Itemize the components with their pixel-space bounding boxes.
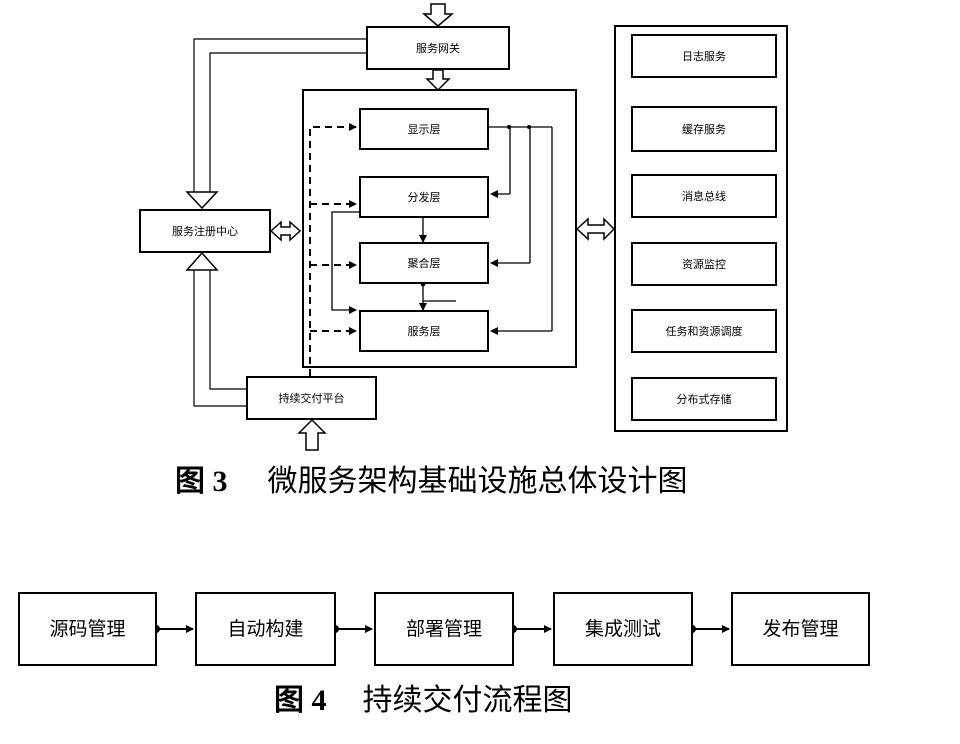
hollow-arrow-into-gateway — [421, 3, 455, 27]
display-layer-box: 显示层 — [359, 108, 489, 150]
dispatch-layer-box: 分发层 — [359, 176, 489, 218]
service-gateway-box: 服务网关 — [366, 26, 510, 70]
double-arrow-registry-frame — [269, 220, 302, 242]
hollow-arrow-cd-to-registry — [185, 251, 219, 271]
infra-cache-service: 缓存服务 — [631, 106, 777, 152]
figure3-caption-text: 微服务架构基础设施总体设计图 — [267, 464, 688, 499]
dashed-deploy-lines — [309, 123, 357, 376]
cd-platform-box: 持续交付平台 — [246, 376, 377, 420]
flow-step-release: 发布管理 — [731, 592, 870, 666]
microservice-frame — [302, 89, 577, 368]
hollow-arrow-gateway-to-frame — [425, 69, 451, 92]
flow-step-integration-test: 集成测试 — [553, 592, 693, 666]
hollow-arrow-into-registry — [185, 191, 219, 210]
double-arrow-frame-infra — [575, 217, 616, 241]
figure4-caption: 图 4 持续交付流程图 — [274, 686, 573, 716]
figure4-caption-text: 持续交付流程图 — [362, 683, 573, 718]
flow-step-deployment: 部署管理 — [374, 592, 514, 666]
dispatch-layer-routing — [331, 211, 427, 314]
flow-step-auto-build: 自动构建 — [195, 592, 336, 666]
cd-to-registry-double-line — [193, 270, 246, 407]
service-registry-box: 服务注册中心 — [139, 209, 271, 253]
flow-step-source-control: 源码管理 — [18, 592, 157, 666]
figure3-caption: 图 3 微服务架构基础设施总体设计图 — [175, 467, 688, 497]
service-layer-box: 服务层 — [359, 310, 489, 352]
display-layer-routing — [489, 126, 553, 335]
infra-resource-monitor: 资源监控 — [631, 242, 777, 286]
hollow-arrow-into-cd-platform — [297, 418, 327, 451]
gateway-to-registry-double-line — [193, 38, 366, 192]
aggregate-layer-routing — [419, 284, 456, 311]
figure4-caption-number: 图 4 — [274, 684, 327, 717]
figure3-caption-number: 图 3 — [175, 465, 228, 498]
infra-distributed-storage: 分布式存储 — [631, 377, 777, 421]
aggregate-layer-box: 聚合层 — [359, 242, 489, 284]
infra-log-service: 日志服务 — [631, 34, 777, 78]
infra-message-bus: 消息总线 — [631, 174, 777, 218]
infrastructure-frame — [614, 25, 788, 432]
infra-task-scheduling: 任务和资源调度 — [631, 309, 777, 353]
